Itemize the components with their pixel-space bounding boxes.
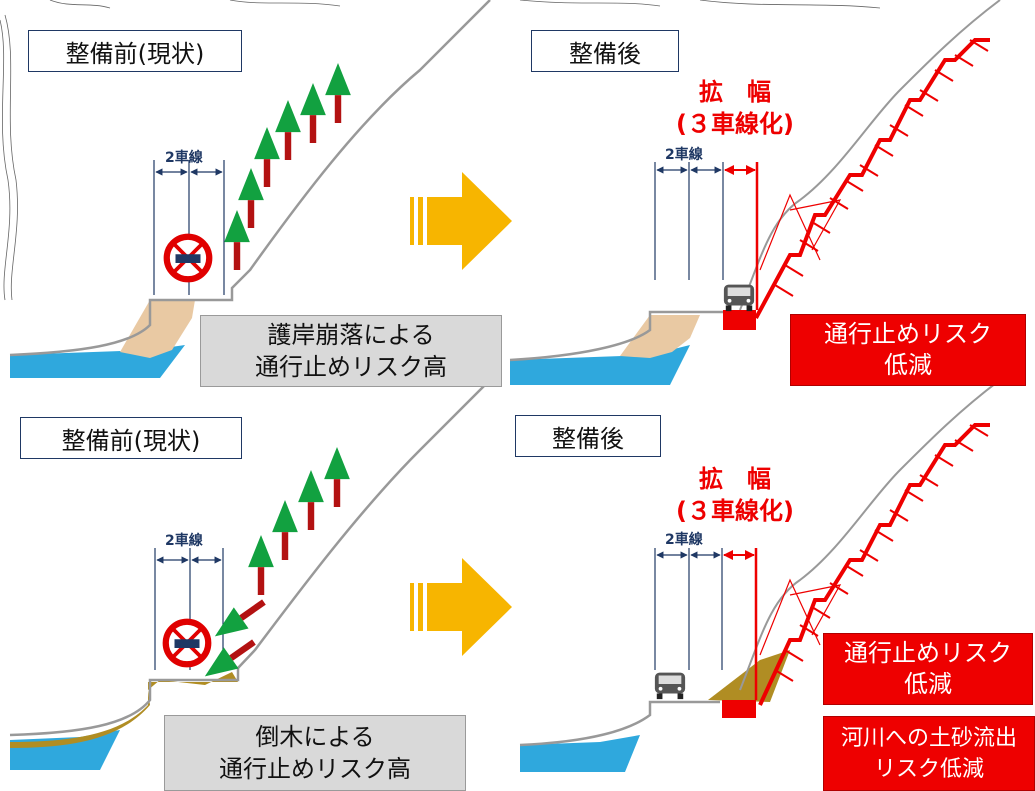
panel-bottom-left-scene	[9, 379, 491, 770]
panel-top-left-scene	[9, 0, 491, 378]
river	[10, 730, 120, 770]
road-closed-sign-icon	[166, 622, 209, 665]
tree-icon	[325, 63, 351, 123]
widening-sub: (３車線化)	[676, 110, 794, 138]
effect-line: 低減	[884, 351, 932, 379]
panel-title-after: 整備後	[515, 415, 661, 457]
effect-box: 通行止めリスク 低減	[790, 314, 1026, 386]
widening-title: 拡 幅	[699, 465, 771, 493]
tree-icon	[248, 535, 274, 595]
lane-count-label: 2車線	[165, 150, 203, 166]
new-lane-foundation	[722, 700, 756, 718]
rock-anchors	[774, 39, 989, 297]
effect-line: 通行止めリスク	[844, 639, 1012, 667]
slope-line	[9, 379, 491, 737]
effect-line: 河川への土砂流出	[840, 725, 1017, 751]
widening-label: 拡 幅 (３車線化)	[655, 76, 815, 140]
lane-dimension	[654, 162, 724, 280]
risk-note-line: 通行止めリスク高	[255, 353, 447, 381]
sediment-effect-box: 河川への土砂流出 リスク低減	[823, 716, 1035, 791]
risk-note-line: 通行止めリスク高	[219, 755, 411, 783]
fallen-tree-icon	[207, 591, 272, 647]
lane-count-label: 2車線	[665, 147, 703, 163]
tree-icon	[238, 168, 264, 228]
tree-icon	[324, 447, 350, 507]
effect-line: 低減	[904, 670, 952, 698]
new-lane-foundation	[723, 310, 756, 330]
widening-sub: (３車線化)	[676, 497, 794, 525]
slope-line	[9, 0, 491, 357]
effect-line: リスク低減	[873, 756, 984, 782]
tree-icon	[300, 83, 326, 143]
lane-count-label: 2車線	[165, 533, 203, 549]
contour-lines	[0, 0, 881, 301]
tree-icon	[298, 470, 324, 530]
effect-line: 通行止めリスク	[824, 320, 992, 348]
panel-title-text: 整備前(現状)	[65, 39, 205, 68]
risk-note-line: 護岸崩落による	[267, 321, 435, 349]
river	[510, 345, 690, 385]
tree-icon	[272, 500, 298, 560]
panel-title-before: 整備前(現状)	[20, 417, 242, 459]
arrow-right-icon	[410, 172, 512, 270]
tree-icon	[254, 127, 280, 187]
lane-count-label: 2車線	[665, 532, 703, 548]
panel-top-right-scene	[509, 0, 1001, 385]
panel-title-text: 整備後	[569, 39, 641, 68]
tree-icon	[275, 100, 301, 160]
lane-dimension	[654, 548, 723, 670]
risk-note-box: 護岸崩落による 通行止めリスク高	[200, 315, 502, 387]
risk-note-box: 倒木による 通行止めリスク高	[164, 715, 466, 791]
panel-title-after: 整備後	[531, 30, 679, 72]
risk-note-line: 倒木による	[255, 723, 375, 751]
captured-soil	[708, 650, 790, 702]
bank	[620, 315, 700, 358]
panel-title-text: 整備前(現状)	[61, 426, 201, 455]
tree-icon	[224, 210, 250, 270]
retaining-wall	[754, 38, 990, 319]
car-icon	[723, 284, 755, 312]
panel-title-text: 整備後	[552, 424, 624, 453]
car-icon	[654, 672, 686, 700]
arrow-right-icon	[410, 558, 512, 656]
road-closed-sign-icon	[167, 237, 210, 280]
panel-title-before: 整備前(現状)	[28, 30, 242, 72]
effect-box: 通行止めリスク 低減	[823, 633, 1033, 705]
collapsed-bank	[120, 300, 195, 358]
widening-title: 拡 幅	[699, 78, 771, 106]
widening-label: 拡 幅 (３車線化)	[655, 463, 815, 527]
panel-bottom-right-scene	[519, 379, 1001, 772]
retaining-wall	[758, 423, 990, 706]
